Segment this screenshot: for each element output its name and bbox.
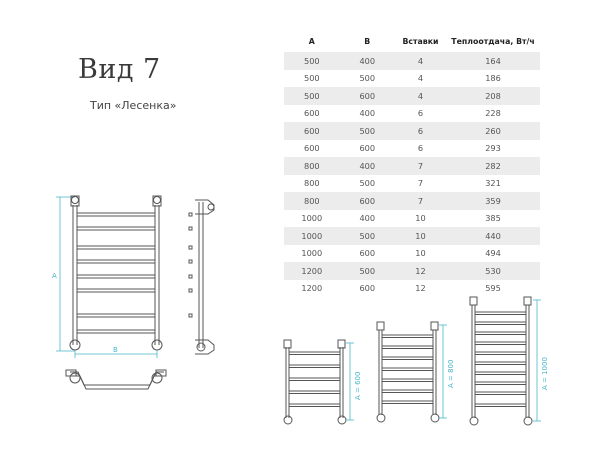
- header-inserts: Вставки: [402, 36, 439, 46]
- cell-inserts: 4: [417, 73, 424, 84]
- cell-inserts: 10: [394, 227, 447, 245]
- cell-heat-output: 385: [485, 213, 501, 224]
- cell-inserts: 7: [394, 192, 447, 210]
- dimension-b-line: [74, 350, 158, 358]
- table-row: 600 600 6 293: [284, 140, 540, 158]
- cell-heat-output: 321: [485, 178, 501, 189]
- cell-b: 600: [359, 143, 376, 154]
- table-row: 1000 400 10 385: [284, 210, 540, 228]
- cell-heat-output: 282: [446, 157, 540, 175]
- cell-heat-output: 208: [446, 87, 540, 105]
- table-row: 1000 600 10 494: [284, 245, 540, 263]
- cell-b: 600: [339, 192, 395, 210]
- table-row: 800 500 7 321: [284, 175, 540, 193]
- small-radiator: A = 600: [283, 339, 362, 425]
- cell-b: 400: [359, 108, 376, 119]
- cell-a: 500: [284, 52, 340, 70]
- cell-a: 1000: [301, 248, 323, 259]
- cell-heat-output: 293: [485, 143, 501, 154]
- cell-a: 800: [303, 178, 320, 189]
- cell-heat-output: 164: [446, 52, 540, 70]
- cell-heat-output: 359: [446, 192, 540, 210]
- cell-inserts: 7: [394, 157, 447, 175]
- cell-a: 600: [284, 122, 340, 140]
- cell-inserts: 10: [415, 248, 426, 259]
- cell-heat-output: 228: [485, 108, 501, 119]
- cell-b: 500: [339, 122, 395, 140]
- cell-b: 400: [339, 157, 395, 175]
- cell-inserts: 4: [394, 52, 447, 70]
- cell-a: 1000: [301, 213, 323, 224]
- cell-heat-output: 260: [446, 122, 540, 140]
- table-header-row: A B Вставки Теплоотдача, Вт/ч: [284, 30, 540, 52]
- cell-inserts: 12: [415, 283, 426, 294]
- main-front-view: A B: [52, 195, 163, 358]
- side-rung-ends: [188, 212, 193, 318]
- header-b: B: [364, 36, 371, 46]
- cell-a: 1200: [301, 283, 323, 294]
- cell-inserts: 7: [417, 178, 424, 189]
- cell-b: 500: [359, 178, 376, 189]
- header-heat-output: Теплоотдача, Вт/ч: [451, 36, 535, 46]
- table-row: 600 400 6 228: [284, 105, 540, 123]
- table-row: 1200 600 12 595: [284, 280, 540, 298]
- header-a: A: [308, 36, 315, 46]
- cell-b: 400: [339, 52, 395, 70]
- cell-heat-output: 494: [485, 248, 501, 259]
- large-radiator: A = 1000: [469, 296, 549, 426]
- large-radiator-label: A = 1000: [541, 357, 549, 390]
- medium-radiator-label: A = 800: [447, 360, 455, 388]
- page-subtitle: Тип «Лесенка»: [90, 99, 177, 112]
- cell-heat-output: 440: [446, 227, 540, 245]
- cell-inserts: 10: [415, 213, 426, 224]
- cell-a: 600: [303, 108, 320, 119]
- cell-a: 1000: [284, 227, 340, 245]
- cell-heat-output: 186: [485, 73, 501, 84]
- cell-b: 500: [339, 262, 395, 280]
- small-radiator-label: A = 600: [354, 372, 362, 400]
- cell-b: 600: [339, 87, 395, 105]
- cell-a: 800: [284, 157, 340, 175]
- cell-b: 600: [359, 283, 376, 294]
- cell-a: 600: [303, 143, 320, 154]
- bottom-view: [65, 369, 167, 390]
- cell-a: 800: [284, 192, 340, 210]
- cell-b: 500: [339, 227, 395, 245]
- cell-b: 600: [359, 248, 376, 259]
- dimension-a-label: A: [52, 272, 57, 280]
- cell-inserts: 12: [394, 262, 447, 280]
- cell-inserts: 6: [417, 108, 424, 119]
- dimension-a-line: [56, 196, 75, 352]
- side-view: [188, 199, 215, 355]
- dimension-b-label: B: [113, 346, 118, 354]
- medium-radiator: A = 800: [376, 321, 455, 423]
- cell-inserts: 6: [394, 122, 447, 140]
- cell-inserts: 4: [394, 87, 447, 105]
- cell-a: 500: [303, 73, 320, 84]
- cell-a: 1200: [284, 262, 340, 280]
- main-rungs: [76, 212, 156, 334]
- page-title: Вид 7: [78, 54, 161, 85]
- cell-heat-output: 530: [446, 262, 540, 280]
- cell-a: 500: [284, 87, 340, 105]
- table-row: 500 500 4 186: [284, 70, 540, 88]
- cell-b: 400: [359, 213, 376, 224]
- cell-heat-output: 595: [485, 283, 501, 294]
- cell-inserts: 6: [417, 143, 424, 154]
- cell-b: 500: [359, 73, 376, 84]
